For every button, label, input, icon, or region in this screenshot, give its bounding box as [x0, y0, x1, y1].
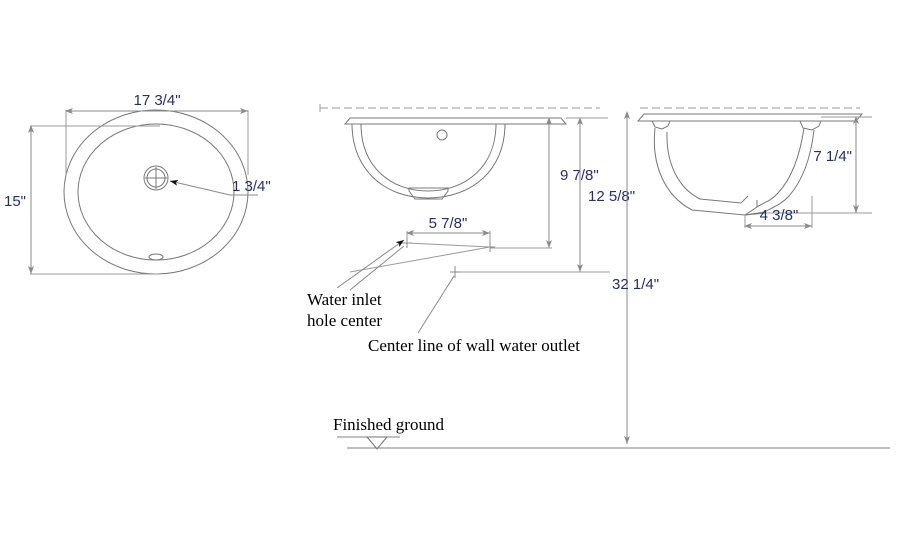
water-inlet-note-line1: Water inlet	[307, 290, 382, 309]
top-width-dimension-label: 17 3/4"	[133, 92, 180, 109]
sink-inner-bowl	[77, 123, 235, 261]
sink-rim-lip-left-side	[651, 120, 671, 130]
finished-ground-triangle	[365, 436, 389, 450]
sink-rim-slab-front	[343, 117, 568, 125]
finished-ground-note: Finished ground	[333, 415, 444, 434]
overflow-slot	[148, 253, 164, 261]
wall-outlet-leader-line	[417, 275, 455, 334]
water-inlet-leader-line-2	[349, 245, 405, 291]
floor-to-counter-dimension-label: 32 1/4"	[612, 276, 659, 293]
wall-outlet-note: Center line of wall water outlet	[368, 336, 580, 355]
sink-drain-boss-front	[408, 187, 449, 200]
sink-bowl-outline-front	[360, 123, 497, 192]
outlet-construction-line	[349, 246, 491, 273]
sink-rim-lip-right-side	[799, 120, 822, 131]
top-view-group: 17 3/4" 15" 1 3/4"	[4, 92, 271, 275]
sink-bowl-inner-profile-side	[666, 131, 749, 204]
water-inlet-note-line2: hole center	[307, 311, 382, 330]
sink-bowl-outer-profile-side	[653, 127, 758, 216]
inlet-spread-dimension-label: 5 7/8"	[429, 215, 468, 232]
side-depth-dimension-label: 7 1/4"	[813, 148, 852, 165]
drain-width-dimension-label: 4 3/8"	[760, 207, 799, 224]
faucet-hole-dimension-label: 1 3/4"	[232, 178, 271, 195]
sink-bowl-outer-front	[351, 123, 506, 199]
faucet-hole-front	[436, 129, 448, 141]
side-view-group: 7 1/4" 4 3/8"	[636, 107, 872, 229]
faucet-hole-leader-line	[169, 179, 231, 196]
inlet-height-dimension-label: 12 5/8"	[588, 188, 635, 205]
bowl-depth-dimension-label: 9 7/8"	[560, 167, 599, 184]
faucet-hole-outer-ring	[143, 165, 169, 191]
sink-right-wall-profile-side	[756, 127, 805, 209]
water-inlet-leader-line	[336, 239, 405, 289]
top-height-dimension-label: 15"	[4, 193, 26, 210]
sink-drain-bottom-side	[744, 212, 766, 216]
sink-outer-rim	[63, 109, 249, 275]
sink-right-wall-outer-side	[744, 129, 815, 216]
front-view-group: 9 7/8" 12 5/8" 32 1/4" 5 7/8"	[307, 104, 890, 450]
inlet-construction-line	[406, 242, 491, 248]
